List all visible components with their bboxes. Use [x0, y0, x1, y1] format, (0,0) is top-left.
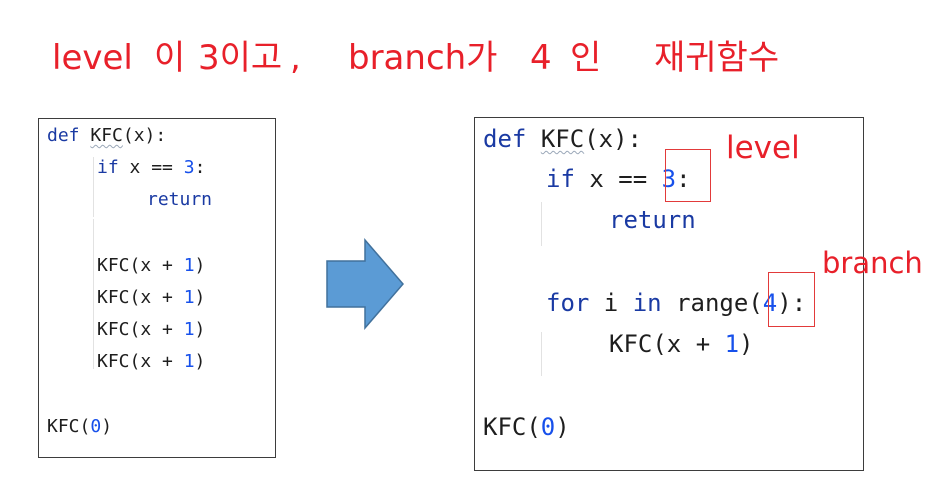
level-highlight-box	[665, 149, 711, 202]
headline-word-recursive-function: 재귀함수	[654, 38, 780, 78]
headline-word-in: 인	[570, 38, 602, 78]
code-line-call-4: KFC(x + 1)	[97, 351, 206, 372]
headline-word-i: 이	[154, 38, 186, 78]
headline-word-branch: branch가	[348, 38, 498, 78]
indent-guide	[541, 332, 542, 376]
level-annotation: level	[726, 130, 800, 166]
code-line-return: return	[147, 189, 213, 210]
code-line-def: def KFC(x):	[483, 125, 642, 153]
code-line-call-2: KFC(x + 1)	[97, 287, 206, 308]
code-line-call: KFC(x + 1)	[609, 330, 754, 358]
code-line-call-1: KFC(x + 1)	[97, 255, 206, 276]
headline-word-4: 4	[530, 38, 552, 78]
code-line-for: for i in range(4):	[546, 289, 807, 317]
branch-highlight-box	[768, 272, 815, 327]
code-line-call-3: KFC(x + 1)	[97, 319, 206, 340]
code-line-main-call: KFC(0)	[483, 413, 570, 441]
right-arrow-icon	[326, 238, 404, 330]
code-line-if: if x == 3:	[97, 157, 206, 178]
function-name: KFC	[540, 125, 585, 153]
function-name: KFC	[90, 125, 123, 146]
branch-annotation: branch	[822, 246, 923, 280]
indent-guide	[93, 157, 94, 217]
code-line-main-call: KFC(0)	[47, 416, 113, 437]
code-line-return: return	[609, 206, 696, 234]
headline-comma: ,	[290, 38, 301, 78]
code-panel-unrolled: def KFC(x): if x == 3: return KFC(x + 1)…	[38, 118, 276, 458]
headline-annotation: level 이 3이고 , branch가 4 인 재귀함수	[52, 36, 812, 96]
code-line-def: def KFC(x):	[47, 125, 167, 146]
indent-guide	[541, 202, 542, 246]
headline-word-level: level	[52, 38, 133, 78]
headline-word-3igo: 3이고	[198, 38, 283, 78]
indent-guide	[93, 219, 94, 369]
